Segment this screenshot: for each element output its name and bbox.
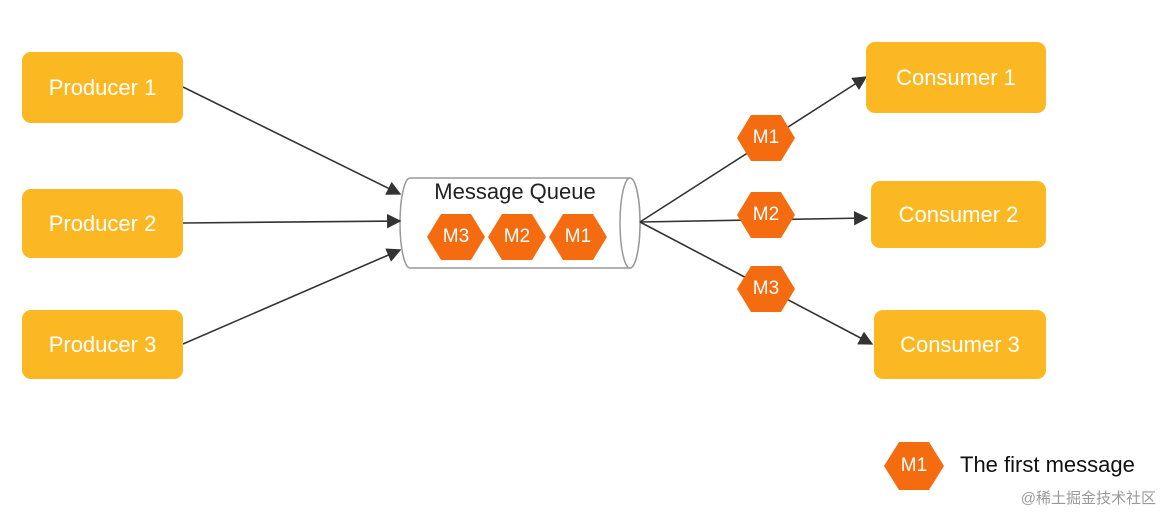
queue-message-hex-m1	[549, 214, 607, 260]
transit-message-m1: M1	[752, 127, 780, 148]
queue-end-cap	[619, 177, 641, 269]
consumer-1-box: Consumer 1	[866, 42, 1046, 113]
consumer-3-box: Consumer 3	[874, 310, 1046, 379]
consumer-2-box: Consumer 2	[871, 181, 1046, 248]
legend-text: The first message	[960, 452, 1135, 477]
legend-hex	[884, 442, 944, 490]
producer-2-label: Producer 2	[48, 210, 157, 236]
arrow-producer-2-to-queue	[182, 213, 402, 229]
arrow-producer-1-to-queue	[182, 86, 402, 195]
queue-message-m1: M1	[564, 226, 592, 247]
arrow-producer-3-to-queue	[182, 248, 402, 345]
legend-badge: M1	[900, 455, 928, 476]
transit-message-hex-m3	[737, 266, 795, 312]
producer-3-label: Producer 3	[48, 331, 157, 357]
consumer-2-label: Consumer 2	[898, 201, 1019, 227]
queue-message-hex-m2	[488, 214, 546, 260]
queue-title: Message Queue	[434, 179, 596, 204]
queue-message-m3: M3	[442, 226, 470, 247]
producer-1-label: Producer 1	[48, 74, 157, 100]
producer-1-box: Producer 1	[22, 52, 183, 123]
queue-message-hex-m3	[427, 214, 485, 260]
consumer-3-label: Consumer 3	[900, 331, 1020, 357]
transit-message-hex-m1	[737, 115, 795, 161]
producer-3-box: Producer 3	[22, 310, 183, 379]
transit-message-hex-m2	[737, 192, 795, 238]
consumer-1-label: Consumer 1	[896, 64, 1016, 90]
producer-2-box: Producer 2	[22, 189, 183, 258]
transit-message-m2: M2	[752, 204, 780, 225]
transit-message-m3: M3	[752, 278, 780, 299]
queue-message-m2: M2	[503, 226, 531, 247]
watermark: @稀土掘金技术社区	[1020, 489, 1156, 507]
